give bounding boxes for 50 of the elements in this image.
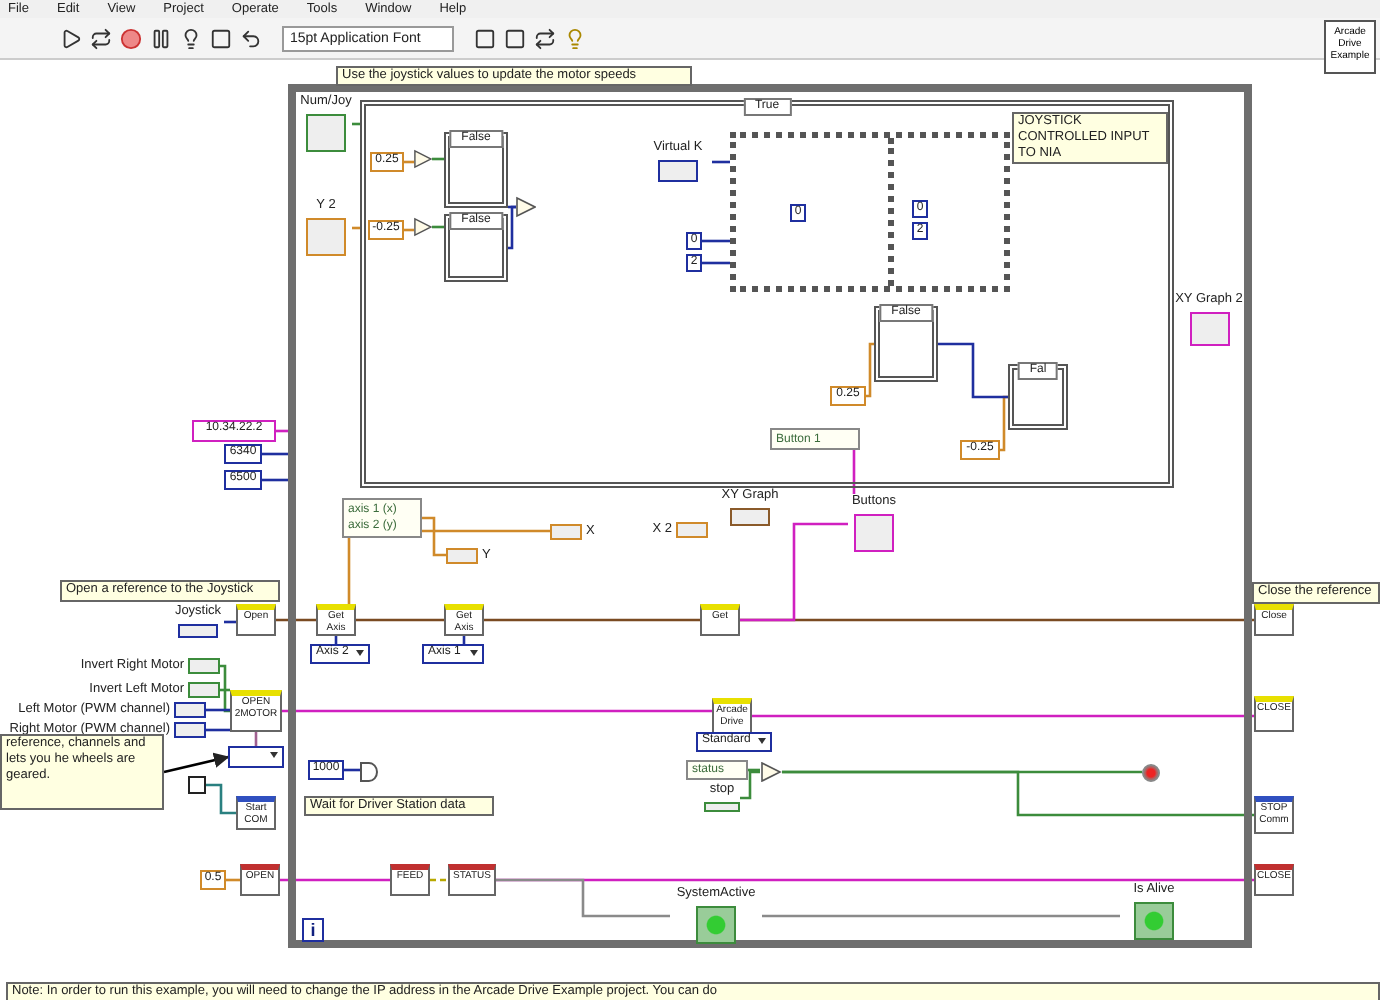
unbundle-node (686, 760, 748, 780)
function-icon (414, 148, 432, 170)
wire (508, 205, 516, 250)
iteration-terminal: i (302, 918, 324, 942)
wire (702, 239, 730, 243)
wire (852, 450, 856, 494)
case-structure (444, 214, 508, 282)
wire (206, 708, 230, 712)
wire (262, 478, 288, 482)
while-loop (288, 84, 1252, 948)
wire (762, 914, 1120, 918)
wire (484, 618, 700, 622)
wire (430, 878, 448, 882)
case-structure (360, 100, 1174, 488)
ring-control (228, 746, 284, 768)
wire (702, 261, 730, 265)
wait-function-icon (360, 762, 378, 782)
case-structure (444, 132, 508, 208)
wire (352, 122, 360, 126)
wire (1000, 395, 1008, 452)
wire (280, 878, 390, 882)
wire (752, 714, 1254, 718)
wire (740, 522, 848, 622)
wire (206, 783, 236, 815)
wire (276, 618, 316, 622)
wire (347, 538, 351, 604)
led-indicator (1142, 764, 1160, 782)
leader-arrow (163, 752, 230, 774)
wire (496, 878, 670, 918)
wire (422, 529, 550, 533)
error-constant (188, 776, 206, 794)
wire (220, 664, 230, 713)
wire (206, 728, 230, 732)
case-structure (874, 306, 938, 382)
sequence-structure (730, 132, 1010, 292)
wire (938, 342, 1008, 399)
wire (782, 770, 1254, 817)
wire (866, 342, 874, 398)
wire (740, 770, 760, 800)
wire (352, 226, 360, 230)
function-icon (414, 216, 432, 238)
wire (282, 709, 712, 713)
wire (356, 618, 444, 622)
unbundle-node (342, 498, 422, 538)
case-structure (1008, 364, 1068, 430)
function-icon (760, 762, 782, 782)
wire (262, 452, 288, 456)
function-icon (516, 196, 536, 218)
unbundle-node (770, 428, 860, 450)
wire (422, 516, 446, 557)
